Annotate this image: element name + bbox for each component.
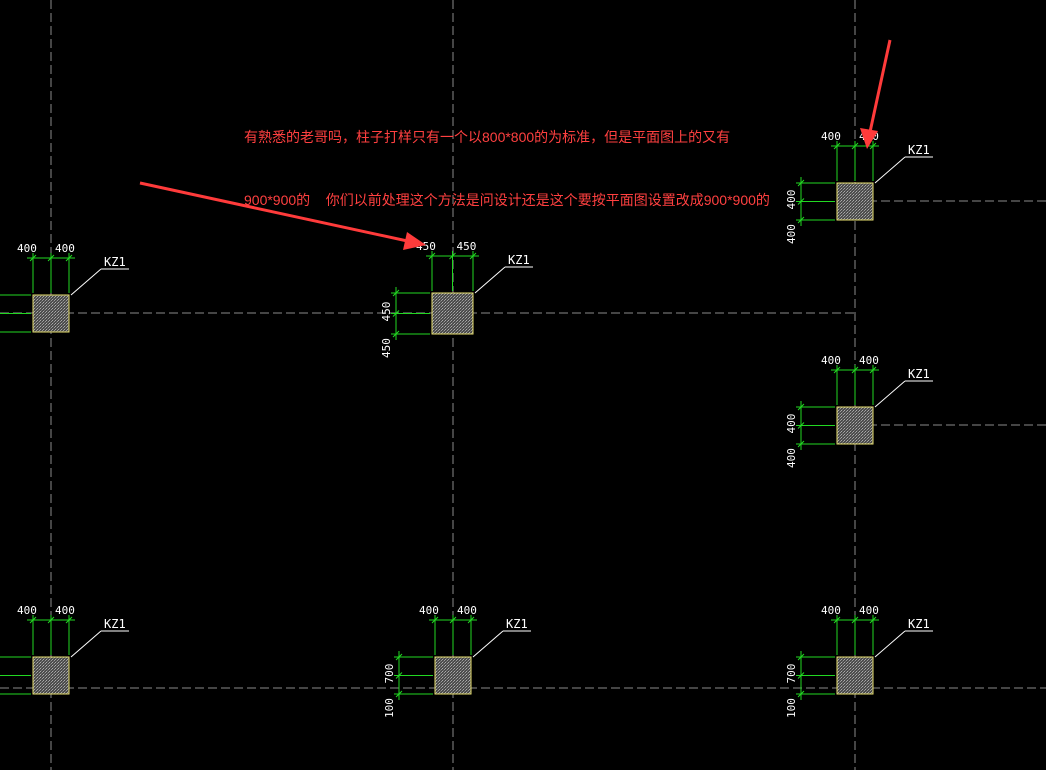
column-tag-text: KZ1	[908, 143, 930, 157]
side-dimension-stub	[0, 294, 31, 333]
top-dim-left-text: 400	[17, 604, 37, 617]
side-dimension	[394, 651, 433, 700]
column-leader	[472, 630, 531, 658]
annotation-text: 有熟悉的老哥吗，柱子打样只有一个以800*800的为标准，但是平面图上的又有 9…	[244, 85, 844, 232]
annotation-line-2: 900*900的 你们以前处理这个方法是问设计还是这个要按平面图设置改成900*…	[244, 192, 770, 208]
column-body	[836, 406, 874, 445]
annotation-line-1: 有熟悉的老哥吗，柱子打样只有一个以800*800的为标准，但是平面图上的又有	[244, 129, 731, 145]
side-dimension	[796, 651, 835, 700]
side-dimension-stub	[0, 656, 31, 695]
column-tag-text: KZ1	[506, 617, 528, 631]
column-tag-text: KZ1	[908, 367, 930, 381]
side-dim-top-text: 700	[785, 664, 798, 684]
column-leader	[70, 630, 129, 658]
top-dimension	[831, 141, 879, 181]
column-leader	[474, 266, 533, 294]
top-dim-left-text: 400	[821, 604, 841, 617]
side-dim-bottom-text: 100	[383, 698, 396, 718]
column-body	[836, 182, 874, 221]
top-dimension	[429, 615, 477, 655]
arrow-to-right-column	[860, 39, 892, 149]
side-dim-top-text: 400	[785, 414, 798, 434]
column-leader	[874, 630, 933, 658]
red-arrows	[139, 39, 892, 250]
top-dimension	[27, 615, 75, 655]
side-dim-bottom-text: 100	[785, 698, 798, 718]
top-dimension	[831, 365, 879, 405]
column-leader	[70, 268, 129, 296]
column-tag-text: KZ1	[104, 255, 126, 269]
top-dim-right-text: 400	[859, 604, 879, 617]
column-tag-text: KZ1	[508, 253, 530, 267]
top-dim-right-text: 450	[457, 240, 477, 253]
column-tag-text: KZ1	[104, 617, 126, 631]
top-dim-right-text: 400	[859, 354, 879, 367]
top-dimension	[426, 251, 479, 291]
side-dim-bottom-text: 400	[785, 224, 798, 244]
column-tag-text: KZ1	[908, 617, 930, 631]
side-dimension	[796, 177, 835, 226]
columns-layer: 400400KZ1450450450450KZ1400400400400KZ14…	[0, 130, 933, 718]
top-dimension	[831, 615, 879, 655]
top-dim-right-text: 400	[55, 604, 75, 617]
side-dim-top-text: 450	[380, 302, 393, 322]
column-col-right-bottom[interactable]: 400 400 700 100 KZ1	[785, 604, 933, 718]
top-dimension	[27, 253, 75, 293]
top-dim-right-text: 400	[457, 604, 477, 617]
side-dim-top-text: 400	[785, 190, 798, 210]
top-dim-left-text: 400	[821, 354, 841, 367]
column-body	[434, 656, 472, 695]
column-col-center-bottom[interactable]: 400 400 700 100 KZ1	[383, 604, 531, 718]
column-leader	[874, 380, 933, 408]
top-dim-left-text: 400	[17, 242, 37, 255]
side-dimension	[796, 401, 835, 450]
arrow-to-center-column	[139, 181, 426, 250]
side-dim-bottom-text: 400	[785, 448, 798, 468]
side-dim-top-text: 700	[383, 664, 396, 684]
column-body	[431, 292, 474, 335]
column-body	[32, 656, 70, 695]
column-body	[32, 294, 70, 333]
side-dimension	[391, 287, 430, 340]
top-dim-right-text: 400	[55, 242, 75, 255]
top-dim-left-text: 400	[821, 130, 841, 143]
side-dim-bottom-text: 450	[380, 338, 393, 358]
column-leader	[874, 156, 933, 184]
top-dim-left-text: 400	[419, 604, 439, 617]
column-body	[836, 656, 874, 695]
